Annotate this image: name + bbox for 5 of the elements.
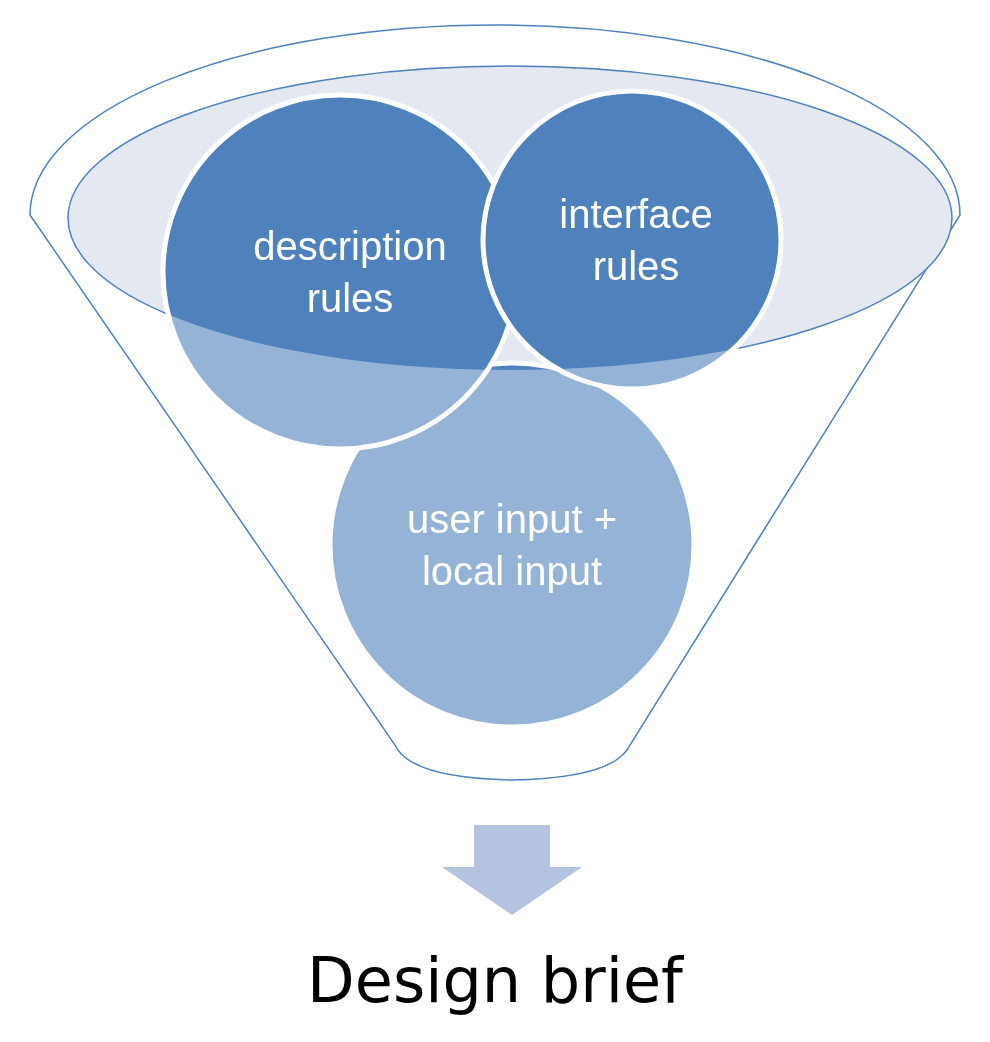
heading-text: Design brief <box>307 943 683 1017</box>
node-label: user input + local input <box>405 496 619 595</box>
arrow <box>442 825 582 915</box>
node-label: interface rules <box>558 191 714 290</box>
node-label: description rules <box>252 223 448 322</box>
